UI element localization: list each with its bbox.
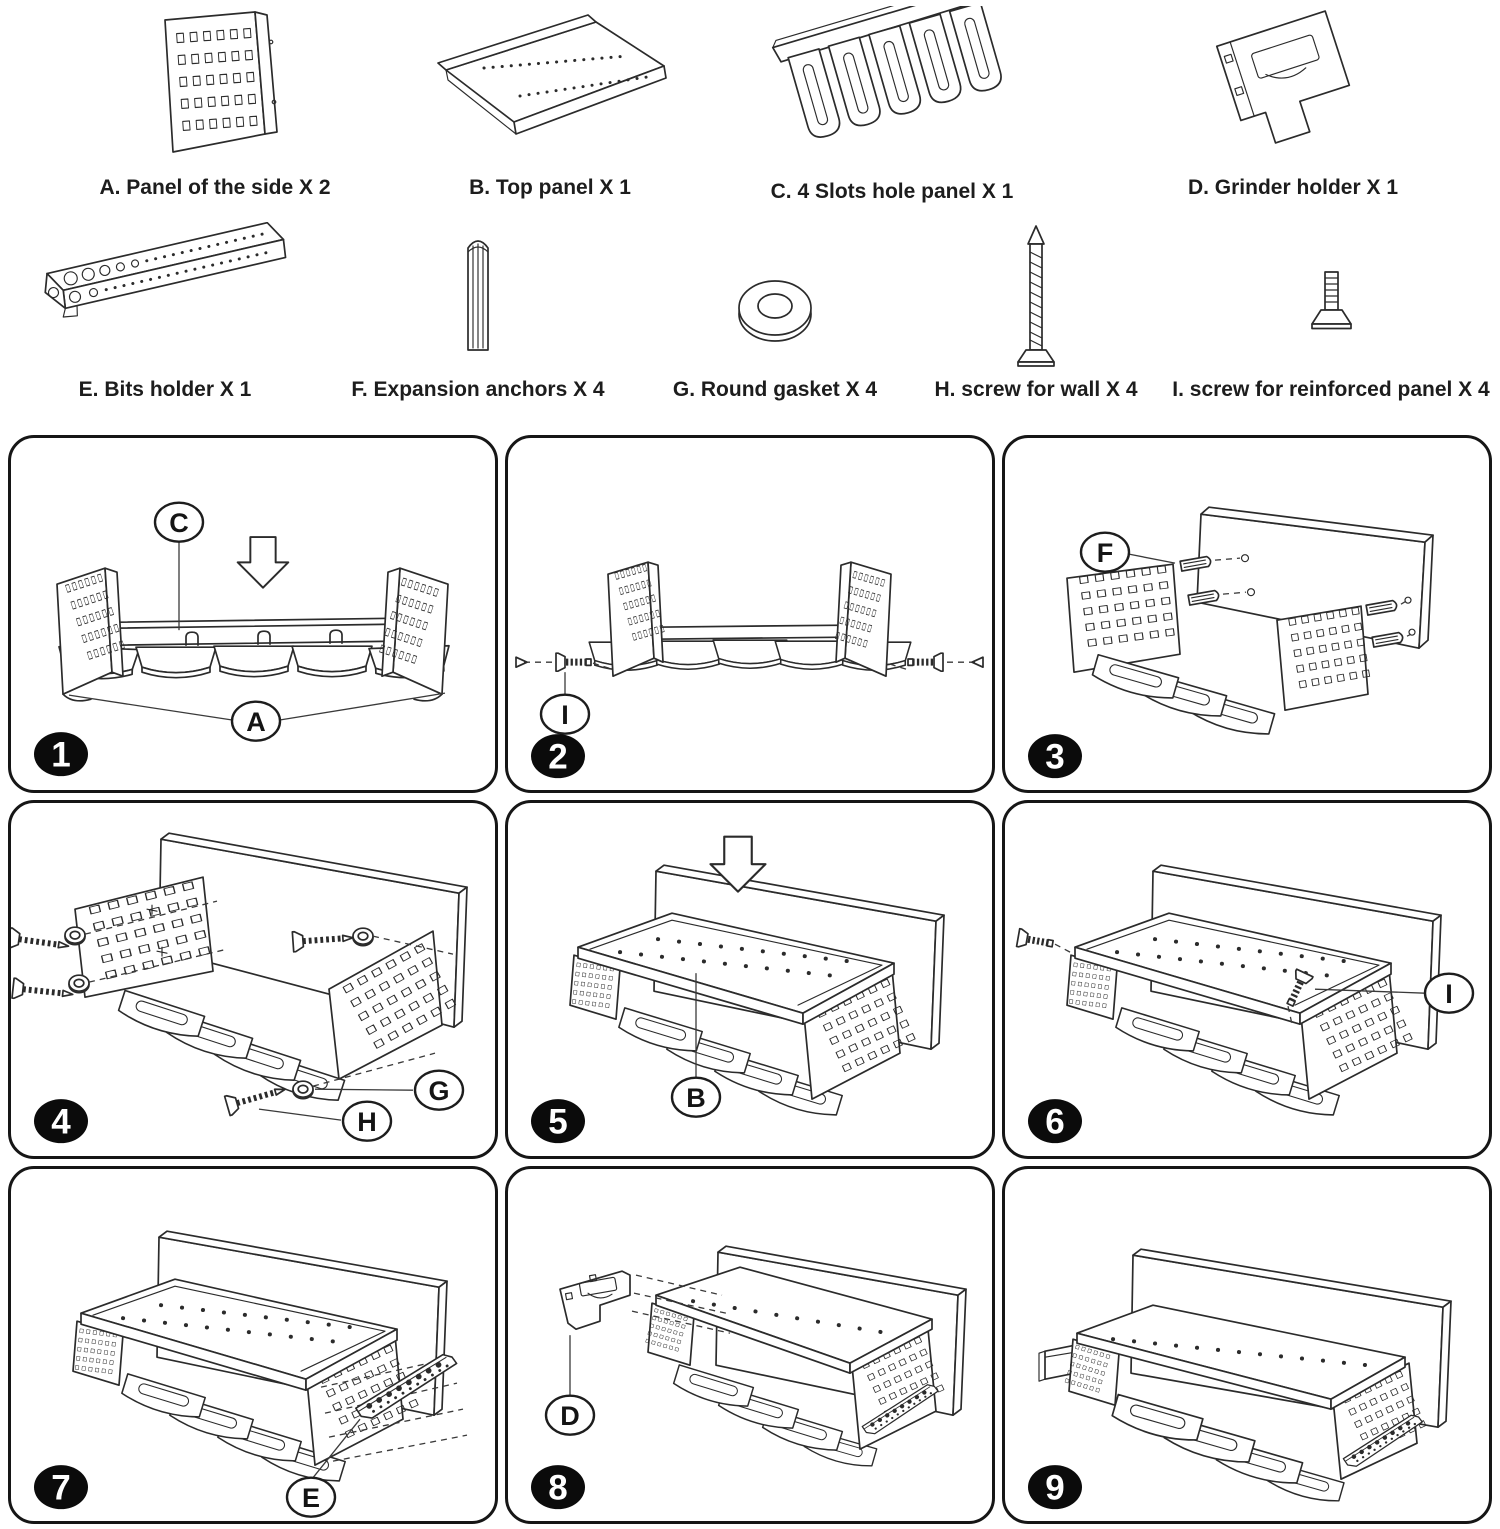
callout-A: A (230, 700, 282, 742)
callout-F: F (1079, 531, 1131, 573)
svg-text:8: 8 (548, 1468, 567, 1507)
part-F: F. Expansion anchors X 4 (348, 222, 608, 402)
svg-text:9: 9 (1045, 1468, 1064, 1507)
svg-text:D: D (560, 1401, 580, 1431)
svg-text:C: C (169, 508, 189, 538)
svg-text:3: 3 (1045, 738, 1064, 777)
step-panel-3: F 3 (1002, 435, 1492, 794)
part-I: I. screw for reinforced panel X 4 (1171, 222, 1491, 402)
step-badge-8: 8 (531, 1464, 585, 1509)
part-C-drawing (771, 6, 1005, 142)
step-panel-7: E 7 (8, 1165, 498, 1524)
part-F-drawing (467, 240, 489, 351)
svg-text:6: 6 (1045, 1103, 1064, 1142)
callout-B: B (670, 1076, 722, 1119)
part-A-drawing (164, 11, 278, 153)
part-E-caption: E. Bits holder X 1 (78, 378, 252, 401)
part-G-caption: G. Round gasket X 4 (672, 378, 878, 401)
step-badge-5: 5 (531, 1099, 585, 1144)
svg-text:E: E (302, 1483, 320, 1513)
step-panel-9: 9 (1002, 1165, 1492, 1524)
part-I-caption: I. screw for reinforced panel X 4 (1172, 378, 1490, 401)
part-D: D. Grinder holder X 1 (1163, 6, 1423, 200)
step-badge-9: 9 (1028, 1464, 1082, 1509)
step-badge-6: 6 (1028, 1099, 1082, 1144)
part-B-drawing (437, 14, 667, 135)
assembly-steps: C A 1 (8, 435, 1492, 1524)
step-badge-3: 3 (1028, 734, 1082, 779)
step-3-drawing: F 3 (1028, 506, 1434, 779)
callout-H: H (341, 1100, 393, 1143)
part-E: E. Bits holder X 1 (15, 222, 315, 402)
part-H: H. screw for wall X 4 (926, 222, 1146, 402)
callout-D: D (544, 1394, 596, 1436)
svg-text:5: 5 (548, 1103, 567, 1142)
part-I-drawing (1311, 271, 1352, 330)
svg-text:F: F (1097, 538, 1114, 568)
part-E-drawing (44, 222, 287, 318)
step-panel-8: D 8 (505, 1165, 995, 1524)
step-panel-1: C A 1 (8, 435, 498, 794)
part-C-caption: C. 4 Slots hole panel X 1 (770, 180, 1014, 203)
step-panel-2: I 2 (505, 435, 995, 794)
part-H-caption: H. screw for wall X 4 (934, 378, 1138, 401)
part-D-drawing (1215, 10, 1351, 144)
part-B: B. Top panel X 1 (410, 6, 690, 200)
part-G-drawing (738, 280, 812, 342)
callout-E: E (285, 1476, 337, 1518)
part-A: A. Panel of the side X 2 (85, 6, 345, 200)
svg-text:I: I (561, 700, 569, 730)
part-F-caption: F. Expansion anchors X 4 (351, 378, 605, 401)
svg-text:A: A (246, 707, 266, 737)
step-panel-4: G H 4 (8, 800, 498, 1159)
part-G: G. Round gasket X 4 (665, 222, 885, 402)
svg-text:G: G (428, 1076, 449, 1106)
step-2-drawing: I 2 (515, 561, 984, 779)
part-C: C. 4 Slots hole panel X 1 (742, 6, 1042, 204)
step-6-drawing: I 6 (1005, 864, 1475, 1144)
part-H-drawing (1017, 225, 1055, 367)
part-D-caption: D. Grinder holder X 1 (1187, 176, 1399, 199)
step-9-drawing: 9 (1028, 1247, 1452, 1509)
svg-text:H: H (357, 1107, 377, 1137)
step-badge-4: 4 (34, 1099, 88, 1144)
svg-text:4: 4 (51, 1103, 71, 1142)
parts-list: A. Panel of the side X 2 B. Top panel X … (0, 0, 1500, 430)
svg-text:B: B (686, 1083, 706, 1113)
part-A-caption: A. Panel of the side X 2 (99, 176, 331, 199)
step-panel-5: B 5 (505, 800, 995, 1159)
svg-text:2: 2 (548, 738, 567, 777)
svg-text:7: 7 (51, 1468, 70, 1507)
callout-C: C (153, 501, 205, 543)
step-1-drawing: C A 1 (34, 501, 451, 777)
step-8-drawing: D 8 (531, 1244, 967, 1509)
step-panel-6: I 6 (1002, 800, 1492, 1159)
step-badge-7: 7 (34, 1464, 88, 1509)
step-badge-2: 2 (531, 734, 585, 779)
step-4-drawing: G H 4 (11, 832, 468, 1144)
step-7-drawing: E 7 (34, 1229, 468, 1518)
callout-I: I (1423, 972, 1475, 1015)
callout-G: G (413, 1069, 465, 1112)
svg-text:1: 1 (51, 736, 70, 775)
step-5-drawing: B 5 (531, 835, 945, 1144)
callout-I: I (539, 693, 591, 735)
part-B-caption: B. Top panel X 1 (469, 176, 631, 199)
svg-text:I: I (1445, 979, 1453, 1009)
step-badge-1: 1 (34, 732, 88, 777)
